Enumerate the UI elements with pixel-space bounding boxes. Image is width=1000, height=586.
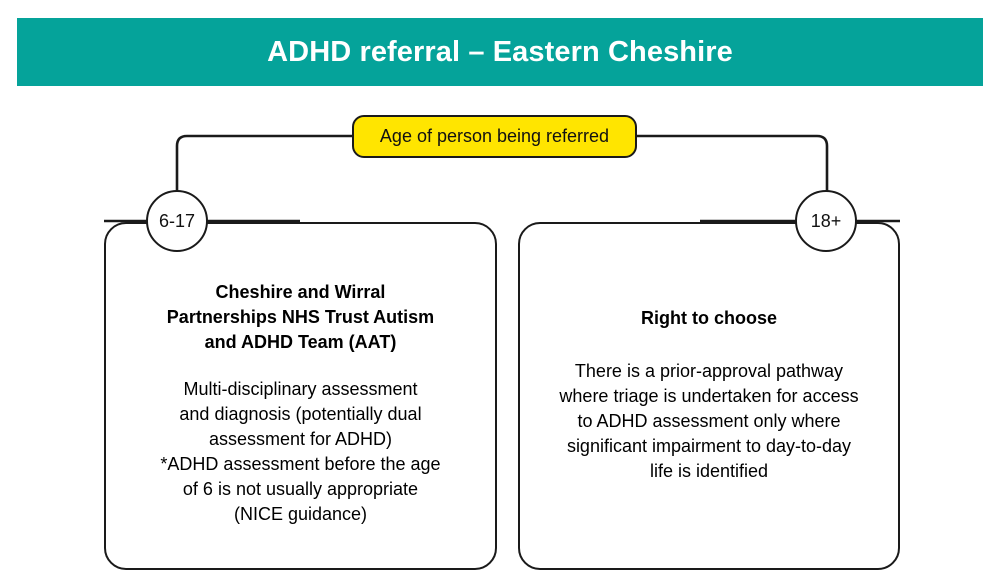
pathway-panel-child: Cheshire and Wirral Partnerships NHS Tru… [104, 222, 497, 570]
connector-left [175, 134, 352, 192]
branch-label-adult: 18+ [795, 190, 857, 252]
decision-node-label: Age of person being referred [379, 126, 610, 146]
pathway-panel-child-heading: Cheshire and Wirral Partnerships NHS Tru… [166, 282, 435, 352]
pathway-panel-adult: Right to choose There is a prior-approva… [518, 222, 900, 570]
branch-label-child: 6-17 [146, 190, 208, 252]
branch-label-adult-text: 18+ [810, 210, 842, 231]
pathway-panel-adult-body: There is a prior-approval pathway where … [559, 361, 859, 481]
title-banner: ADHD referral – Eastern Cheshire [17, 18, 983, 86]
connector-right [637, 134, 829, 192]
page-title: ADHD referral – Eastern Cheshire [267, 35, 733, 68]
branch-label-child-text: 6-17 [158, 210, 196, 231]
pathway-panel-child-body: Multi-disciplinary assessment and diagno… [160, 379, 441, 524]
decision-node: Age of person being referred [352, 115, 637, 158]
pathway-panel-adult-heading: Right to choose [641, 308, 777, 328]
